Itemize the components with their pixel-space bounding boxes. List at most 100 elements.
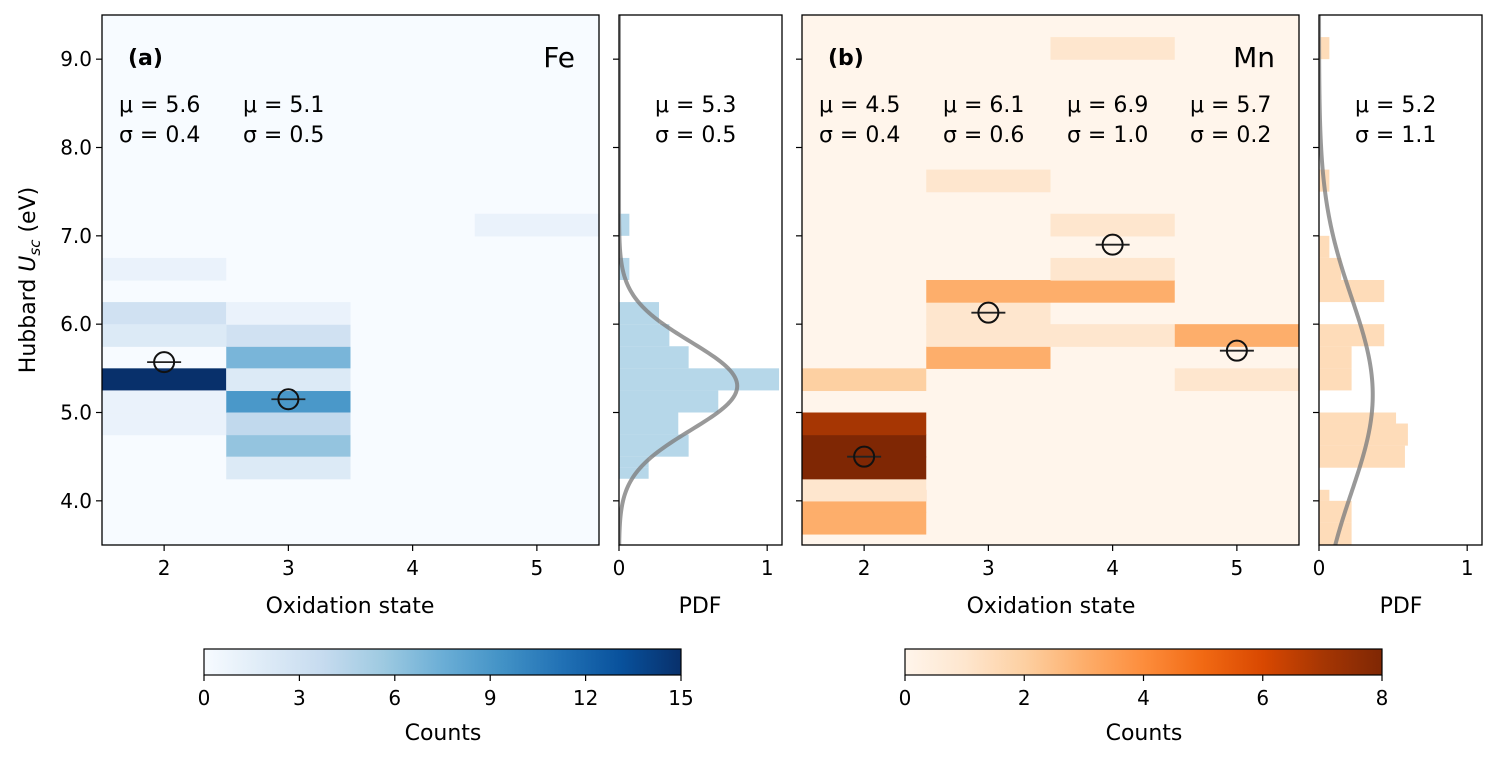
y-tick-label: 9.0	[60, 47, 92, 71]
mean-marker	[1225, 339, 1248, 362]
pdf-histogram-bar	[1319, 346, 1352, 369]
plot-frame-mn	[801, 14, 1300, 546]
pdf-x-tick-label: 1	[1461, 556, 1474, 580]
pdf-histogram-bar	[1319, 235, 1330, 258]
panel-label-a: (a)	[128, 46, 163, 71]
sigma-label: σ = 0.6	[943, 123, 1024, 148]
sigma-label: σ = 0.5	[243, 123, 324, 148]
heatmap-cell	[926, 280, 1051, 303]
pdf-histogram-bar	[619, 390, 719, 413]
heatmap-cell	[102, 324, 227, 347]
panel-label-b: (b)	[828, 46, 864, 71]
heatmap-cell	[226, 346, 351, 369]
pdf-frame-fe	[618, 14, 783, 546]
x-tick-label: 4	[406, 556, 419, 580]
heatmap-cell	[802, 368, 927, 392]
heatmap-cells-fe	[102, 213, 599, 480]
mean-marker	[277, 388, 300, 411]
colorbar-tick-label: 9	[484, 686, 497, 710]
heatmap-cell	[1050, 257, 1175, 281]
plot-frame-fe	[101, 14, 600, 546]
y-tick-label: 8.0	[60, 136, 92, 160]
colorbar-tick-label: 4	[1137, 686, 1150, 710]
pdf-x-tick-label: 1	[761, 556, 774, 580]
heatmap-cell	[1174, 324, 1299, 347]
pdf-curve-fe	[619, 15, 740, 545]
element-label-mn: Mn	[1233, 41, 1275, 74]
element-label-fe: Fe	[543, 41, 575, 74]
colorbar-fe: 0 3 6 9 12 15 Counts	[198, 648, 694, 746]
colorbar-tick-label: 0	[198, 686, 211, 710]
x-tick-label: 3	[282, 556, 295, 580]
pdf-histogram-bar	[1319, 423, 1408, 446]
y-tick-label: 6.0	[60, 312, 92, 336]
mean-label: μ = 6.9	[1067, 93, 1148, 118]
heatmap-cell	[226, 302, 351, 325]
heatmap-cell	[226, 412, 351, 436]
colorbar-label-mn: Counts	[1106, 721, 1183, 746]
pdf-mu-fe: μ = 5.3	[655, 93, 736, 118]
stats-labels-mn: μ = 4.5σ = 0.4μ = 6.1σ = 0.6μ = 6.9σ = 1…	[819, 93, 1271, 148]
mean-markers-fe	[147, 351, 306, 411]
mean-marker	[853, 445, 876, 468]
heatmap-cell	[226, 324, 351, 347]
heatmap-cell	[226, 368, 351, 392]
colorbar-gradient-fe	[203, 648, 682, 676]
pdf-histogram-bar	[1319, 257, 1342, 280]
pdf-mu-mn: μ = 5.2	[1355, 93, 1436, 118]
x-tick-label: 3	[982, 556, 995, 580]
pdf-histogram-bar	[619, 368, 780, 391]
x-axis-label-fe: Oxidation state	[266, 594, 435, 619]
x-tick-label: 2	[158, 556, 171, 580]
heatmap-cell	[102, 368, 227, 392]
heatmap-cell	[102, 390, 227, 414]
heatmap-cell	[102, 257, 227, 281]
colorbar-tick-label: 6	[388, 686, 401, 710]
colorbar-tick-label: 3	[293, 686, 306, 710]
y-tick-label: 5.0	[60, 401, 92, 425]
x-tick-label: 2	[858, 556, 871, 580]
heatmap-cell	[226, 434, 351, 458]
colorbar-tick-label: 15	[668, 686, 693, 710]
x-tick-label: 5	[531, 556, 544, 580]
sigma-label: σ = 0.4	[119, 123, 200, 148]
heatmap-cell	[1174, 368, 1299, 392]
heatmap-cell	[802, 412, 927, 436]
heatmap-cell	[1050, 37, 1175, 60]
mean-label: μ = 5.7	[1190, 93, 1271, 118]
heatmap-cell	[102, 412, 227, 436]
colorbar-tick-label: 6	[1256, 686, 1269, 710]
colorbar-tick-label: 2	[1018, 686, 1031, 710]
mean-label: μ = 5.6	[119, 93, 200, 118]
x-ticks-fe: 2 3 4 5	[158, 545, 543, 580]
heatmap-cell	[926, 324, 1051, 347]
mean-markers-mn	[847, 233, 1254, 468]
pdf-histogram-bar	[1319, 280, 1385, 303]
sigma-label: σ = 0.4	[819, 123, 900, 148]
pdf-histogram-bar	[1319, 324, 1385, 347]
pdf-histogram-bar	[1319, 522, 1352, 545]
heatmap-cell	[926, 346, 1051, 369]
pdf-x-label-mn: PDF	[1380, 594, 1423, 619]
heatmap-cell	[802, 478, 927, 502]
y-ticks-mn	[796, 58, 1319, 502]
heatmap-cells-mn	[802, 37, 1299, 535]
pdf-histogram-fe	[619, 213, 780, 479]
pdf-x-label-fe: PDF	[679, 594, 722, 619]
mean-label: μ = 4.5	[819, 93, 900, 118]
pdf-frame-mn	[1318, 14, 1483, 546]
colorbar-label-fe: Counts	[405, 721, 482, 746]
pdf-sigma-fe: σ = 0.5	[655, 123, 736, 148]
colorbar-tick-label: 12	[573, 686, 598, 710]
heatmap-cell	[1050, 324, 1175, 347]
colorbar-tick-label: 8	[1376, 686, 1389, 710]
heatmap-cell	[474, 213, 599, 237]
